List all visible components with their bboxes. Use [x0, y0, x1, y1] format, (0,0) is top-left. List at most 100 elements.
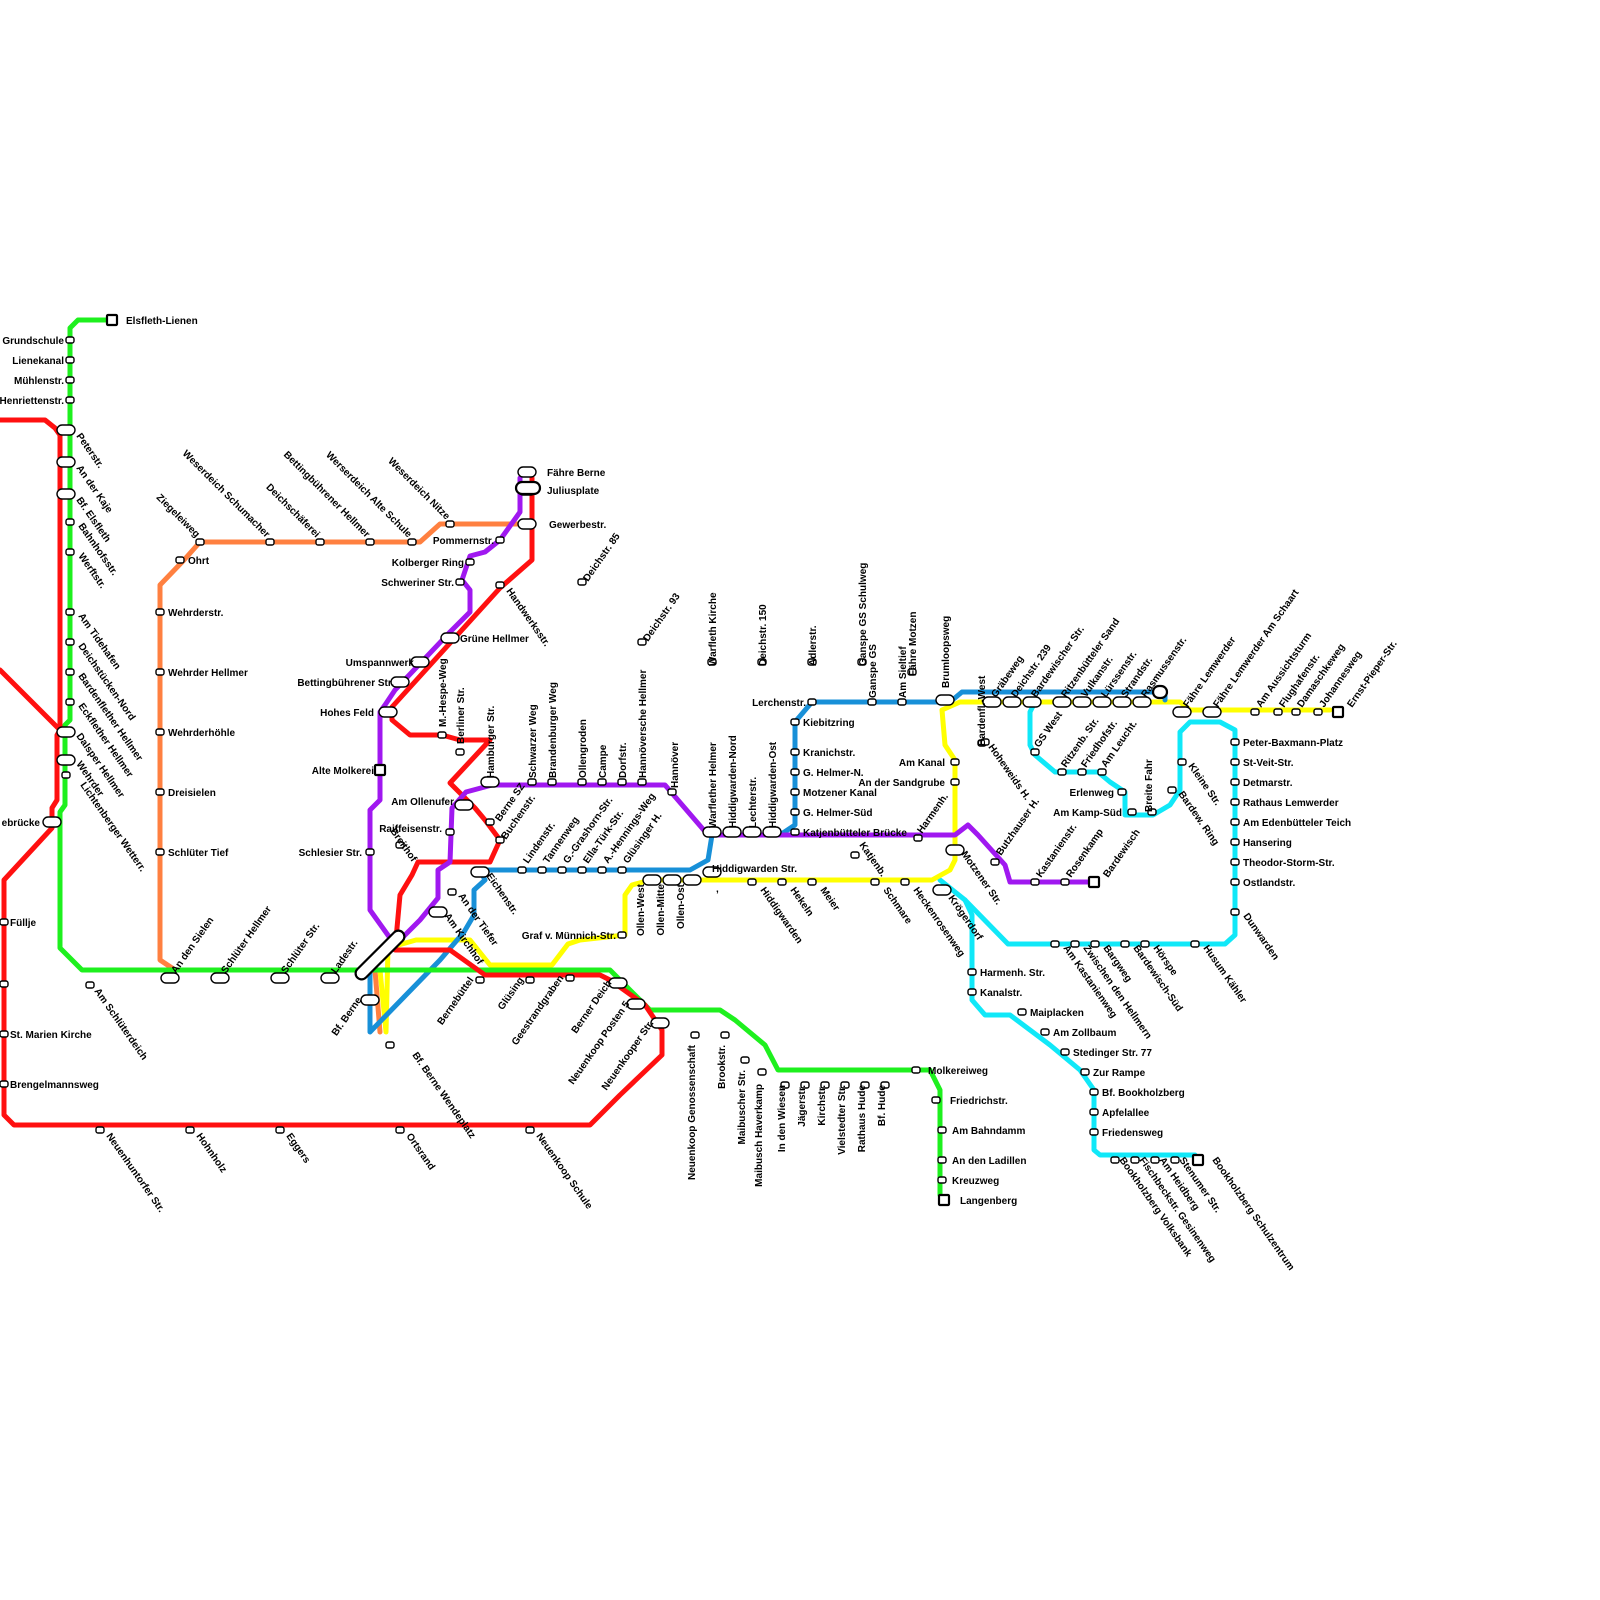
station-marker-st-marien-kirche[interactable] — [0, 1030, 9, 1038]
station-marker-dreisielen[interactable] — [155, 788, 165, 796]
station-marker-schl-ter-hellmer[interactable] — [210, 972, 230, 984]
station-marker-bardewisch-s-d[interactable] — [1120, 940, 1130, 948]
station-marker-apfelallee[interactable] — [1089, 1108, 1099, 1116]
station-marker-warfleth-kirche[interactable] — [707, 658, 717, 666]
station-marker-deichstr-93[interactable] — [637, 638, 647, 646]
station-marker-fischbeckstr-gesinenweg[interactable] — [1130, 1156, 1140, 1164]
station-marker-in-den-wiesen[interactable] — [780, 1081, 790, 1089]
station-marker-buchenstr[interactable] — [495, 836, 505, 844]
station-marker-ollen-west[interactable] — [642, 874, 662, 886]
station-marker-berneb-ttel[interactable] — [475, 976, 485, 984]
station-marker-zur-rampe[interactable] — [1080, 1068, 1090, 1076]
station-marker-lichtenberger-wetterr[interactable] — [61, 771, 71, 779]
station-marker-kolberger-ring[interactable] — [465, 558, 475, 566]
station-marker-elsfleth-lienen[interactable] — [105, 313, 119, 327]
station-marker-kastanienstr[interactable] — [1030, 878, 1040, 886]
station-marker-deichstr-85[interactable] — [577, 578, 587, 586]
station-marker-stenumer-str[interactable] — [1170, 1156, 1180, 1164]
station-marker-ganspe-gs-schulweg[interactable] — [857, 658, 867, 666]
station-marker-an-der-tiefer[interactable] — [447, 888, 457, 896]
station-marker-schl-ter-str[interactable] — [270, 972, 290, 984]
station-marker-erlenweg[interactable] — [1117, 788, 1127, 796]
station-marker-bardewisch[interactable] — [1087, 875, 1101, 889]
station-marker-vulkanstr[interactable] — [1072, 696, 1092, 708]
station-marker-m-hlenstr[interactable] — [65, 376, 75, 384]
station-marker-neuenhuntorf[interactable] — [0, 980, 9, 988]
station-marker-hekeln[interactable] — [777, 878, 787, 886]
station-marker-maibusch-haverkamp[interactable] — [757, 1068, 767, 1076]
station-marker-bargweg[interactable] — [1090, 940, 1100, 948]
station-marker-ostlandstr[interactable] — [1230, 878, 1240, 886]
station-marker-hohes-feld[interactable] — [378, 706, 398, 718]
station-marker-warflether-helmer[interactable] — [702, 826, 722, 838]
station-marker-friedhofstr[interactable] — [1077, 768, 1087, 776]
station-marker-damaschkeweg[interactable] — [1291, 708, 1301, 716]
station-marker-ebr-cke[interactable] — [42, 816, 62, 828]
station-marker-bookholzberg-schulzentrum[interactable] — [1191, 1153, 1205, 1167]
station-marker-bf-hude[interactable] — [880, 1081, 890, 1089]
station-marker-strandstr[interactable] — [1112, 696, 1132, 708]
station-marker-am-zollbaum[interactable] — [1040, 1028, 1050, 1036]
station-marker-deichstr-150[interactable] — [757, 658, 767, 666]
station-marker-rosenkamp[interactable] — [1060, 878, 1070, 886]
station-marker-maibuscher-str[interactable] — [740, 1056, 750, 1064]
station-marker-katjenb-tteler-br-cke[interactable] — [790, 828, 800, 836]
station-marker-dunwarden[interactable] — [1230, 908, 1240, 916]
station-marker-friedensweg[interactable] — [1089, 1128, 1099, 1136]
station-marker-ollen-mitte[interactable] — [662, 874, 682, 886]
station-marker-campe[interactable] — [597, 778, 607, 786]
station-marker-am-heidberg[interactable] — [1150, 1156, 1160, 1164]
station-marker-pommernstr[interactable] — [495, 536, 505, 544]
station-marker-lerchenstr[interactable] — [807, 698, 817, 706]
station-marker-wehrderstr[interactable] — [155, 608, 165, 616]
station-marker-hann-ver[interactable] — [667, 788, 677, 796]
station-marker-weserdeich-nitze[interactable] — [445, 520, 455, 528]
station-marker-rathaus-lemwerder[interactable] — [1230, 798, 1240, 806]
station-marker-bf-berne[interactable] — [360, 994, 380, 1006]
station-marker-neuenkoop-schule[interactable] — [525, 1126, 535, 1134]
station-marker-breithof[interactable] — [395, 841, 405, 849]
station-marker-peterstr[interactable] — [56, 424, 76, 436]
station-marker-am-kirchhof[interactable] — [428, 906, 448, 918]
station-marker-am-tidehafen[interactable] — [65, 608, 75, 616]
station-marker-peter-baxmann-platz[interactable] — [1230, 738, 1240, 746]
station-marker-bardew-ring[interactable] — [1167, 786, 1177, 794]
station-marker-geestrandgraben[interactable] — [565, 974, 575, 982]
station-marker-ollengroden[interactable] — [577, 778, 587, 786]
station-marker-m-hespe-weg[interactable] — [437, 731, 447, 739]
station-marker-deichsch-ferei[interactable] — [315, 538, 325, 546]
station-marker-bettingb-hrener-hellmer[interactable] — [365, 538, 375, 546]
station-marker-meier[interactable] — [807, 878, 817, 886]
station-marker-henriettenstr[interactable] — [65, 396, 75, 404]
station-marker-neuenhuntorfer-str[interactable] — [95, 1126, 105, 1134]
station-marker-bf-berne-wendeplatz[interactable] — [385, 1041, 395, 1049]
station-marker-ritzenb-tteler-sand[interactable] — [1052, 696, 1072, 708]
station-marker-hamburger-str[interactable] — [480, 776, 500, 788]
station-marker-motzener-str[interactable] — [945, 844, 965, 856]
station-marker-werftstr[interactable] — [65, 548, 75, 556]
station-marker-gewerbestr[interactable] — [517, 518, 537, 530]
station-marker-f-hre-motzen[interactable] — [907, 668, 917, 676]
station-marker-ritzenb-str[interactable] — [1057, 768, 1067, 776]
station-marker-motzener-kanal[interactable] — [790, 788, 800, 796]
station-marker-bardenflether-hellmer[interactable] — [65, 668, 75, 676]
station-marker-ohrt[interactable] — [175, 556, 185, 564]
station-marker-wehrderh-hle[interactable] — [155, 728, 165, 736]
station-marker-rathaus-hude[interactable] — [860, 1081, 870, 1089]
station-marker-kirchstr[interactable] — [820, 1081, 830, 1089]
station-marker-johannesweg[interactable] — [1313, 708, 1323, 716]
station-marker-brumloopsweg[interactable] — [935, 694, 955, 706]
station-marker-st-veit-str[interactable] — [1230, 758, 1240, 766]
station-marker-umspannwerk[interactable] — [410, 656, 430, 668]
station-marker-tannenweg[interactable] — [537, 866, 547, 874]
station-marker-bettingb-hrener-str[interactable] — [390, 676, 410, 688]
interchange-marker-2[interactable] — [1151, 684, 1169, 700]
station-marker-am-kamp-s-d[interactable] — [1127, 808, 1137, 816]
station-marker-dalsper-hellmer[interactable] — [56, 726, 76, 738]
station-marker-hiddigwarden[interactable] — [747, 878, 757, 886]
station-marker-ortsrand[interactable] — [395, 1126, 405, 1134]
station-marker-lindenstr[interactable] — [517, 866, 527, 874]
station-marker-schwarzer-weg[interactable] — [527, 778, 537, 786]
station-marker-eckflether-hellmer[interactable] — [65, 698, 75, 706]
station-marker-deichst-cken-nord[interactable] — [65, 638, 75, 646]
